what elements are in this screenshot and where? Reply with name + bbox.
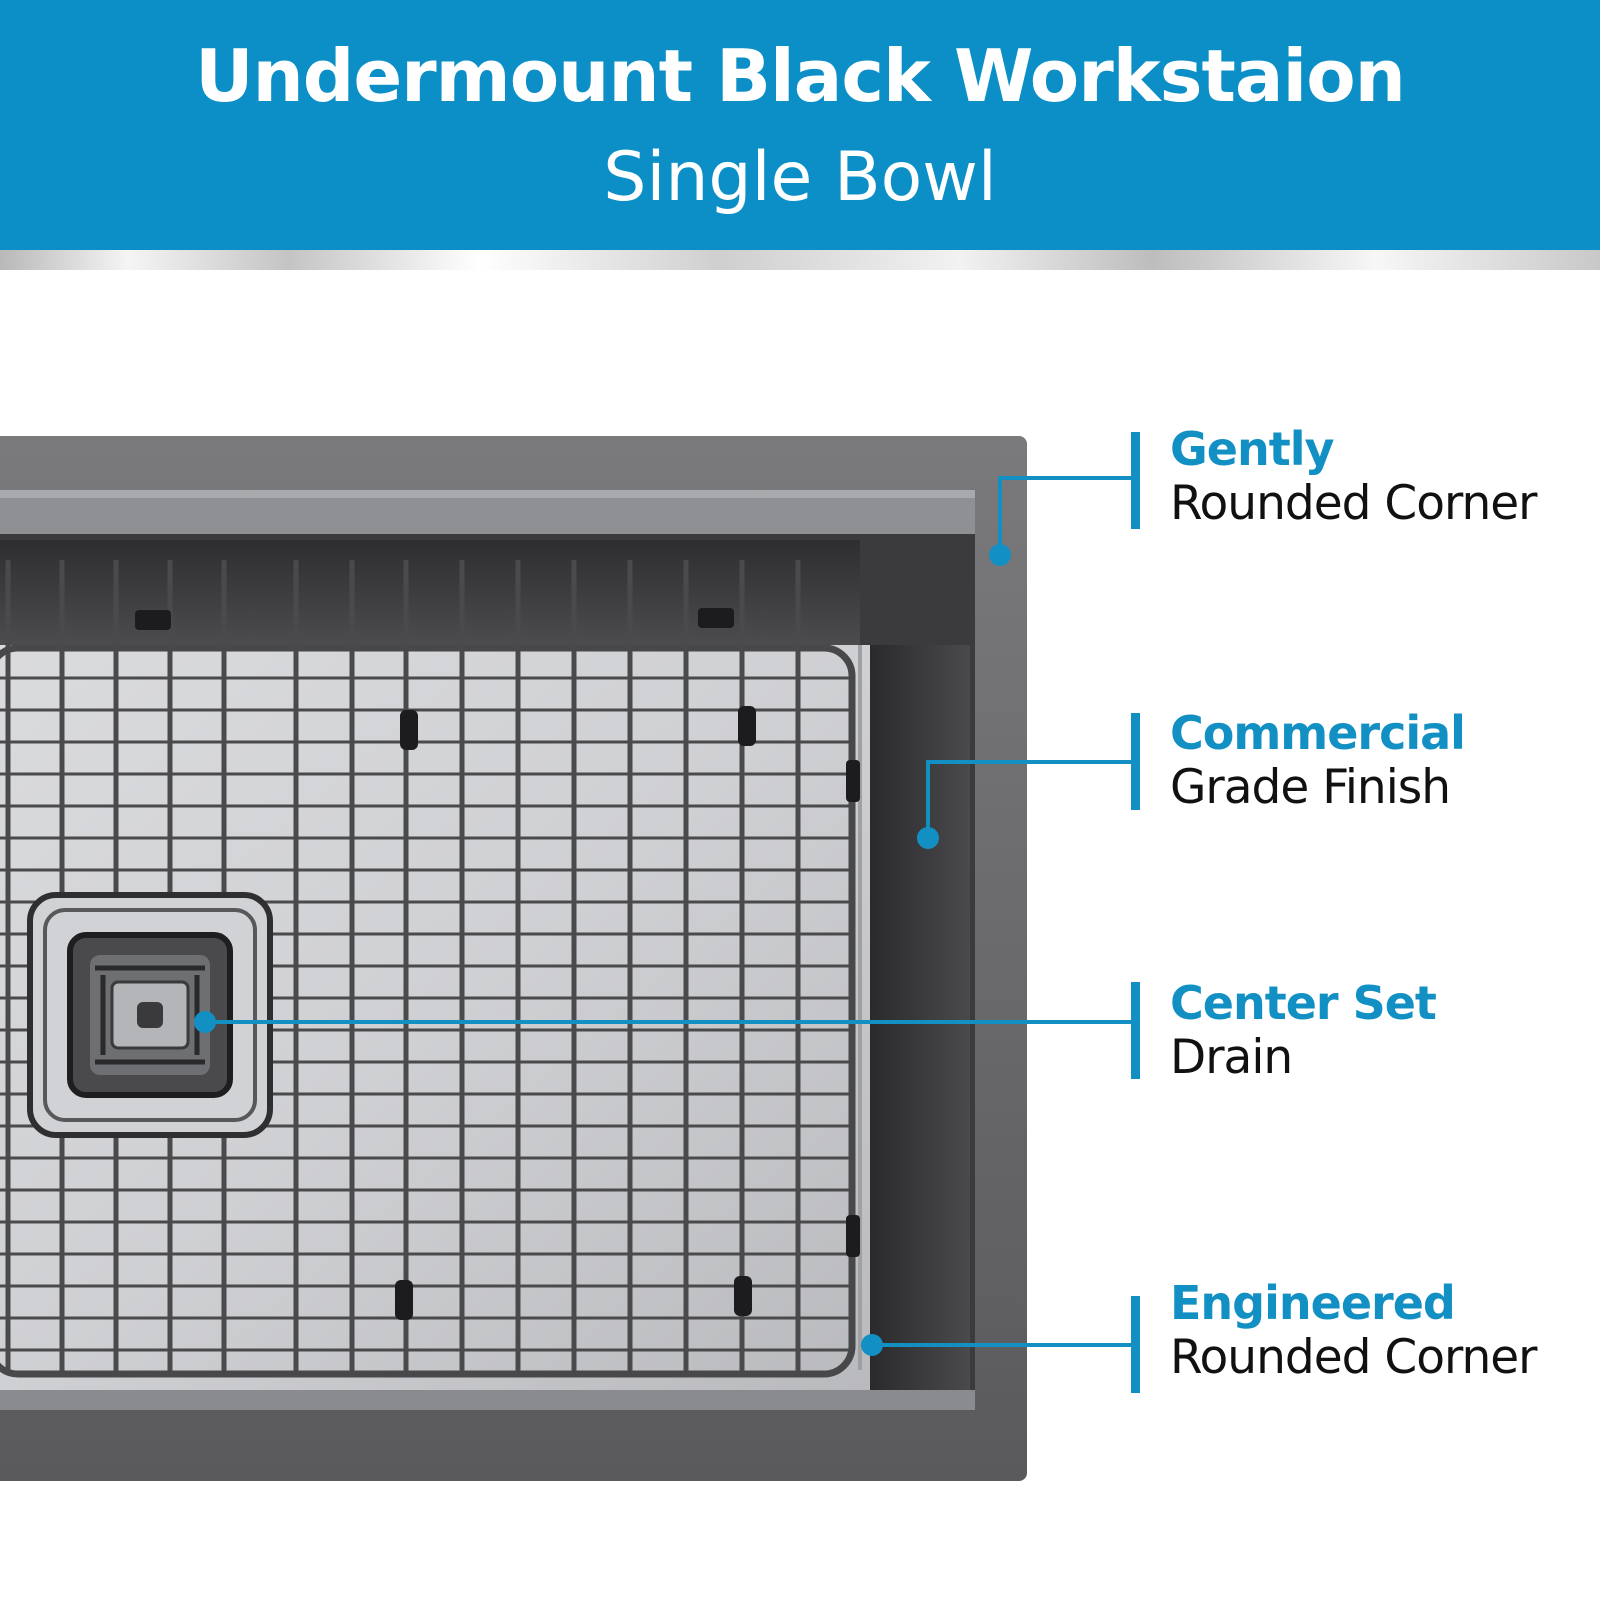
callout-dots	[194, 544, 1011, 1356]
callout-text: Rounded Corner	[1170, 1330, 1537, 1385]
callout-highlight: Center Set	[1170, 976, 1437, 1030]
callout-text: Grade Finish	[1170, 760, 1451, 815]
callout-gently-rounded-corner: Gently Rounded Corner	[1170, 426, 1537, 527]
banner-subtitle: Single Bowl	[603, 138, 997, 217]
callout-text: Drain	[1170, 1030, 1293, 1085]
banner-title: Undermount Black Workstaion	[195, 34, 1406, 118]
callout-highlight: Commercial	[1170, 706, 1466, 760]
callout-center-set-drain: Center Set Drain	[1170, 976, 1437, 1085]
bottom-grid-frame	[0, 644, 856, 1378]
steel-edge-strip	[0, 250, 1600, 270]
callout-highlight: Gently	[1170, 422, 1334, 476]
back-wall	[0, 540, 860, 645]
callout-bars	[1131, 432, 1140, 1393]
bottom-grid	[0, 560, 852, 1374]
center-drain	[27, 892, 273, 1138]
callout-commercial-grade-finish: Commercial Grade Finish	[1170, 706, 1466, 815]
bottom-ledge	[0, 1390, 975, 1410]
title-banner: Undermount Black Workstaion Single Bowl	[0, 0, 1600, 250]
callout-engineered-rounded-corner: Engineered Rounded Corner	[1170, 1280, 1537, 1381]
callout-highlight: Engineered	[1170, 1276, 1456, 1330]
grid-bumpers	[135, 608, 860, 1320]
callout-text: Rounded Corner	[1170, 476, 1537, 531]
right-wall	[870, 645, 970, 1390]
callout-lines	[205, 476, 1133, 1347]
